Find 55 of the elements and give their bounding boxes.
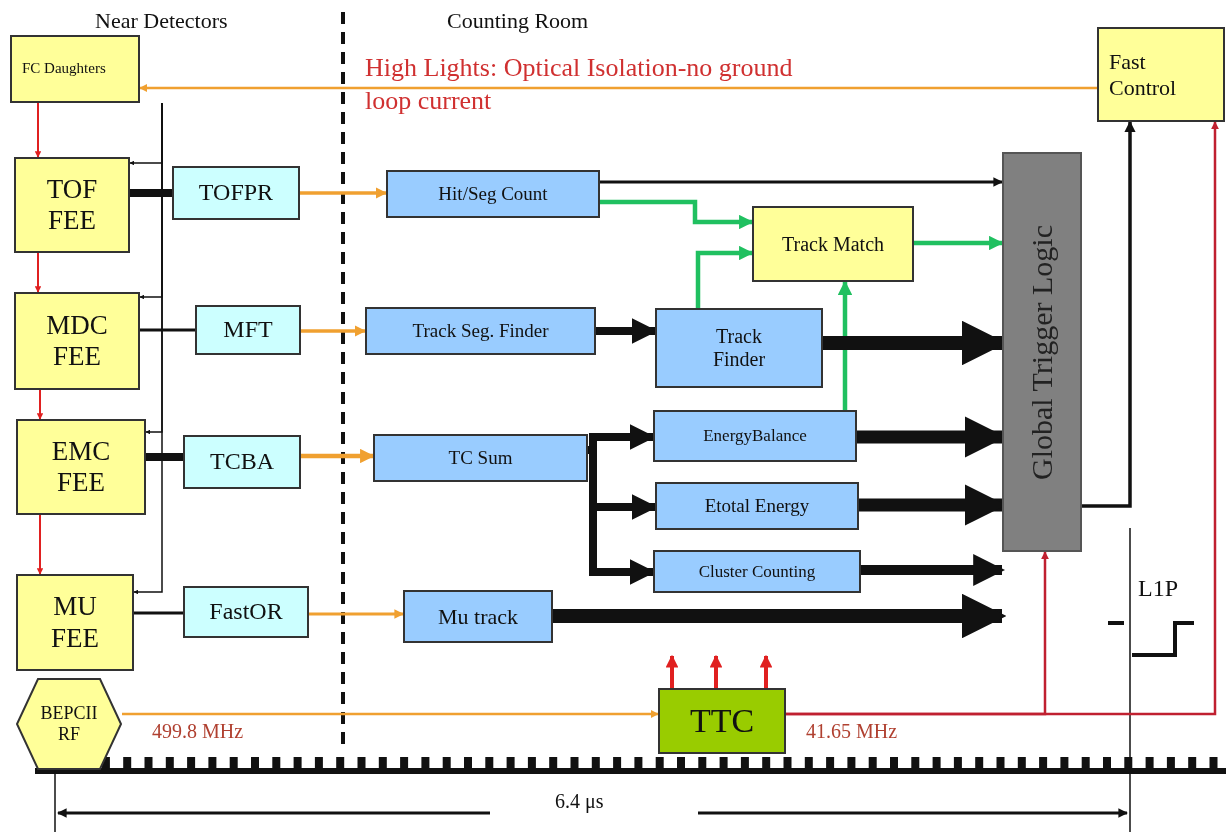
process-box: Track Match [752,206,914,282]
logic-block: Global Trigger Logic [1002,152,1082,552]
text-label: Counting Room [447,8,589,34]
arrow [1082,120,1136,508]
arrow [300,187,388,199]
process-box: Hit/Seg Count [386,170,600,218]
arrow [36,389,44,420]
arrow [914,235,1004,251]
arrow [759,654,773,688]
source-hexagon: BEPCII RF [16,678,122,770]
arrow [122,710,659,718]
arrow [36,514,44,575]
arrow [139,84,1097,92]
arrow [553,593,1007,639]
connector-line [140,328,195,332]
arrow [837,280,853,410]
arrow [861,554,1006,586]
process-box: Track Finder [655,308,823,388]
control-box: Fast Control [1097,27,1225,122]
arrow [695,245,754,308]
arrow [665,654,679,688]
process-box: MFT [195,305,301,355]
connector-line [130,189,172,197]
process-box: EnergyBalance [653,410,857,462]
arrow [786,551,1049,716]
process-box: TCBA [183,435,301,489]
arrow [34,102,42,158]
arrow [34,252,42,293]
text-label: Near Detectors [95,8,228,34]
process-box: Cluster Counting [653,550,861,593]
arrow [301,325,367,337]
arrow [600,199,754,230]
front-end-box: MDC FEE [14,292,140,390]
front-end-box: TOF FEE [14,157,130,253]
process-box: TTC [658,688,786,754]
process-box: Track Seg. Finder [365,307,596,355]
connector-line [134,611,183,615]
process-box: Etotal Energy [655,482,859,530]
arrow [596,318,658,344]
front-end-box: FC Daughters [10,35,140,103]
front-end-box: EMC FEE [16,419,146,515]
connector-line [146,453,183,461]
text-label: 6.4 μs [555,790,604,813]
process-box: FastOR [183,586,309,638]
process-box: Mu track [403,590,553,643]
front-end-box: MU FEE [16,574,134,671]
arrow [600,177,1003,187]
arrow [309,609,404,619]
process-box: TOFPR [172,166,300,220]
note-text: High Lights: Optical Isolation-no ground loop current [365,52,794,117]
text-label: L1P [1138,575,1178,602]
arrow [301,448,375,464]
arrow [133,102,163,595]
arrow [709,654,723,688]
process-box: TC Sum [373,434,588,482]
